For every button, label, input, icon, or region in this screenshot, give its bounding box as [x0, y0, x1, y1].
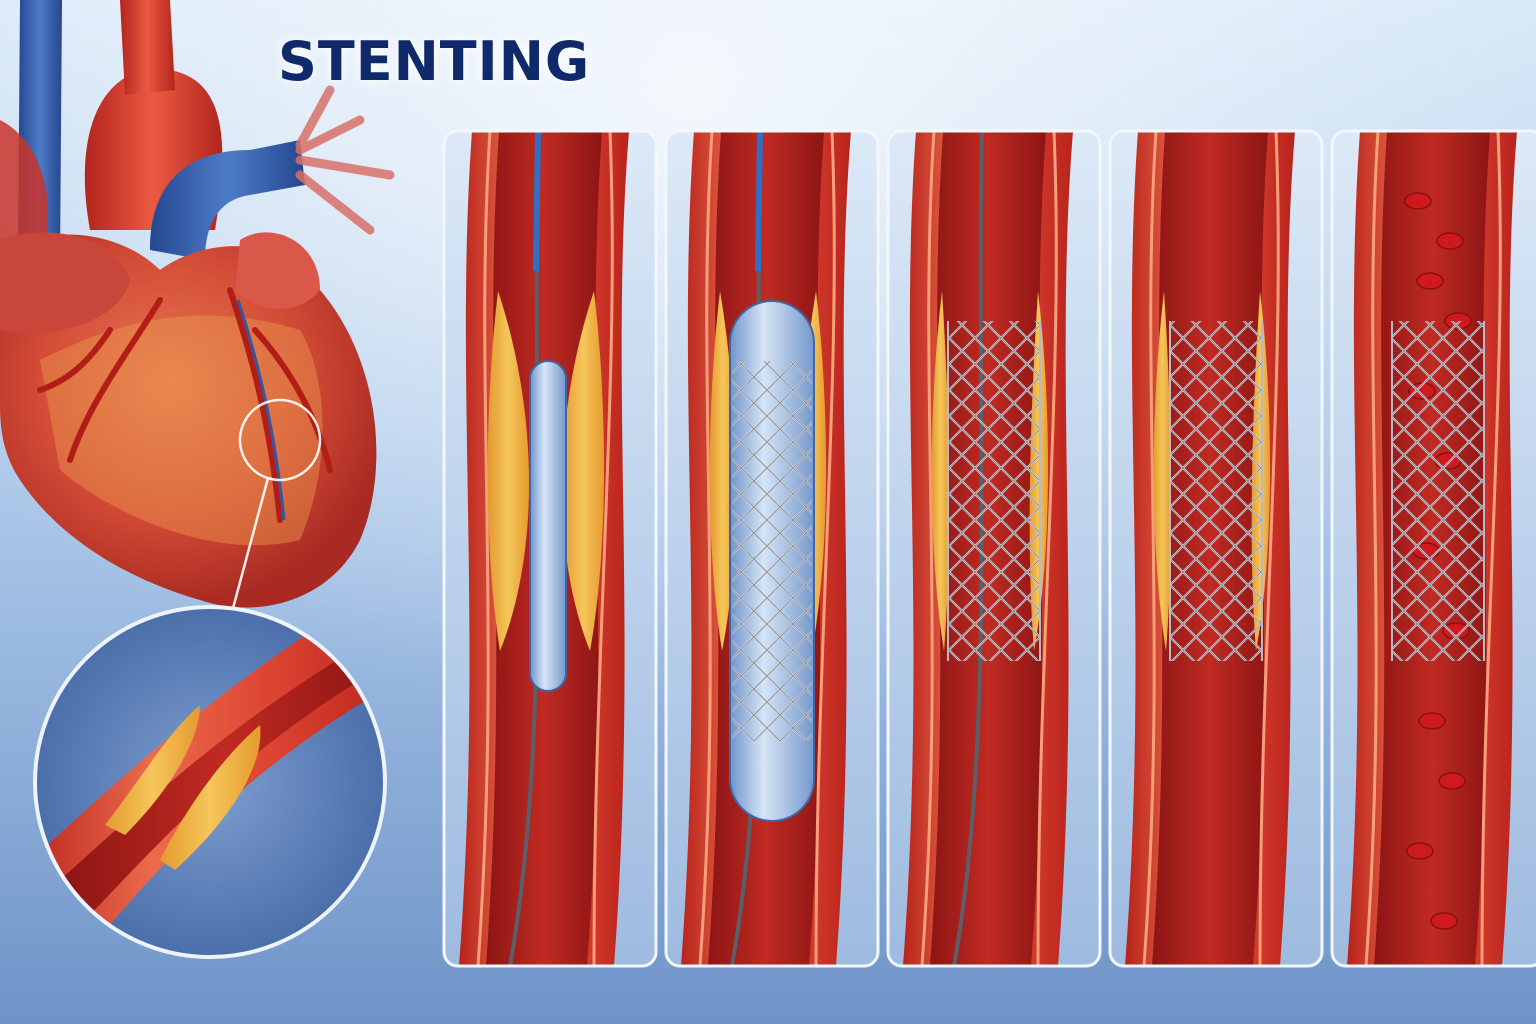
blood-cell	[1436, 232, 1464, 250]
stage-panel-restored-blood-flow	[1330, 129, 1536, 968]
stage-panel-stent-expansion	[886, 129, 1102, 968]
stent-mesh	[732, 361, 812, 741]
catheter-tip	[533, 131, 541, 272]
stent-mesh	[1170, 321, 1262, 661]
heart-illustration	[0, 0, 395, 613]
magnifier-marker	[238, 398, 322, 482]
stage-panel-guidewire-insertion	[442, 129, 658, 968]
stent-mesh	[1392, 321, 1484, 661]
stage-panel-stent-in-place	[1108, 129, 1324, 968]
magnifier-circle	[33, 605, 387, 959]
plaque-right	[561, 291, 605, 651]
panel-border	[664, 129, 880, 968]
panel-border	[442, 129, 658, 968]
blood-cell	[1404, 192, 1432, 210]
blood-cell	[1416, 272, 1444, 290]
wall-highlight	[920, 131, 936, 966]
blood-cell	[1418, 712, 1446, 730]
blood-cell	[1406, 842, 1434, 860]
wall-highlight	[1258, 131, 1280, 966]
plaque-left	[1153, 291, 1172, 651]
blood-cell	[1438, 772, 1466, 790]
plaque-left	[487, 291, 530, 651]
wall-highlight	[1364, 131, 1380, 966]
wall-highlight	[1480, 131, 1502, 966]
panel-border	[1330, 129, 1536, 968]
stent-mesh	[948, 321, 1040, 661]
wall-highlight	[476, 131, 492, 966]
wall-highlight	[592, 131, 614, 966]
catheter-tip	[755, 131, 763, 272]
wall-highlight	[814, 131, 836, 966]
wall-highlight	[1142, 131, 1158, 966]
wall-highlight	[698, 131, 714, 966]
plaque-left	[931, 291, 950, 651]
panel-border	[886, 129, 1102, 968]
balloon	[529, 360, 567, 692]
stage-panels	[442, 129, 1536, 968]
page-title: STENTING	[278, 30, 591, 93]
stage-panel-balloon-inflation	[664, 129, 880, 968]
wall-highlight	[1036, 131, 1058, 966]
blood-cell	[1430, 912, 1458, 930]
panel-border	[1108, 129, 1324, 968]
